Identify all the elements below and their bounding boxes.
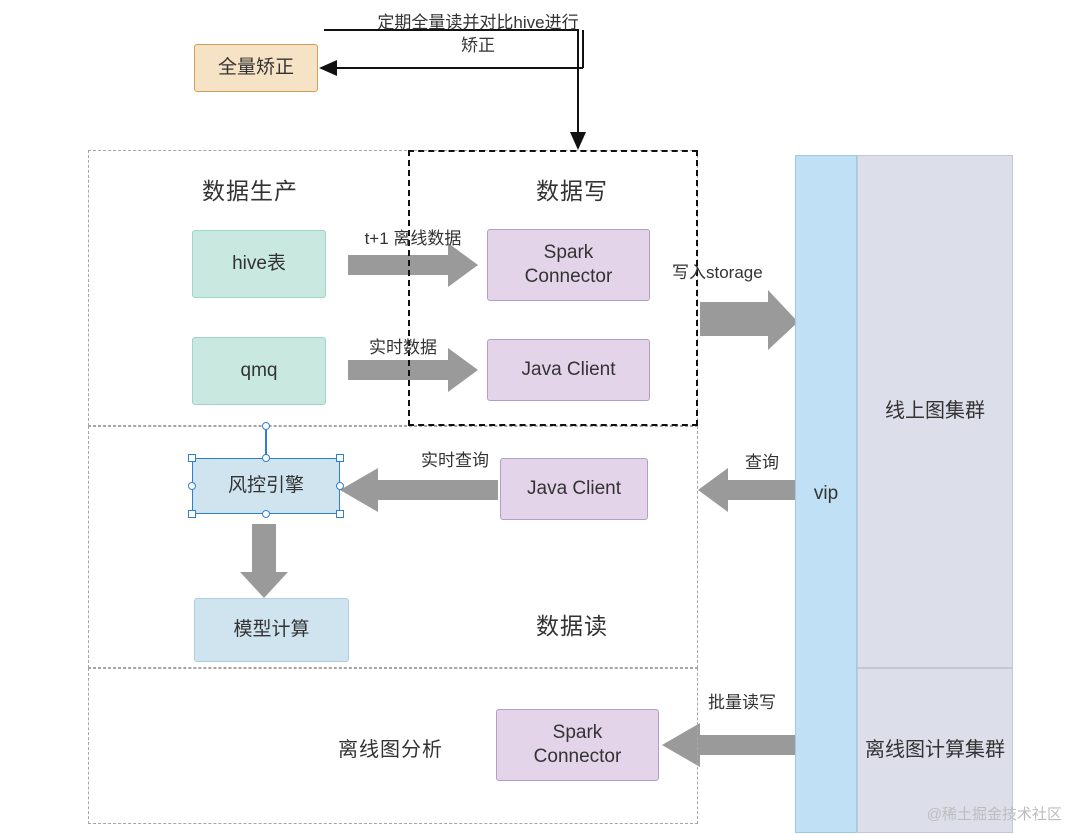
node-java-client-read[interactable]: Java Client [500,458,648,520]
resize-handle-e[interactable] [336,482,344,490]
arrow-hive-to-spark [348,243,478,287]
resize-handle-sw[interactable] [188,510,196,518]
node-offline-graph-cluster[interactable]: 离线图计算集群 [857,668,1013,833]
resize-handle-nw[interactable] [188,454,196,462]
section-title-data-write: 数据写 [536,178,608,204]
node-online-graph-cluster[interactable]: 线上图集群 [857,155,1013,668]
arrow-write-storage [700,290,798,350]
node-qmq[interactable]: qmq [192,337,326,405]
resize-handle-w[interactable] [188,482,196,490]
watermark: @稀土掘金技术社区 [926,806,1062,823]
node-vip[interactable]: vip [795,155,857,833]
section-box-data-read [88,426,698,668]
arrow-query-to-javaclient [698,468,798,512]
node-risk-engine[interactable]: 风控引擎 [192,458,340,514]
resize-handle-ne[interactable] [336,454,344,462]
rotate-handle[interactable] [262,422,270,430]
resize-handle-s[interactable] [262,510,270,518]
edge-label-query: 查询 [745,453,779,472]
edge-label-t1-offline: t+1 离线数据 [364,229,462,248]
node-hive-table[interactable]: hive表 [192,230,326,298]
edge-label-write-storage: 写入storage [672,263,763,282]
arrow-batch-read-write [662,723,798,767]
section-title-offline-graph-analysis: 离线图分析 [338,739,443,761]
node-risk-engine-selection[interactable]: 风控引擎 [188,422,344,518]
resize-handle-n[interactable] [262,454,270,462]
section-title-data-produce: 数据生产 [202,178,298,204]
rotate-handle-line [265,430,267,458]
node-spark-connector-bottom[interactable]: Spark Connector [496,709,659,781]
node-full-correct[interactable]: 全量矫正 [194,44,318,92]
section-box-data-write [408,150,698,426]
arrow-javaclient-to-riskengine [340,468,498,512]
arrow-riskengine-to-model [240,524,288,598]
node-spark-connector-top[interactable]: Spark Connector [487,229,650,301]
edge-label-correct: 定期全量读并对比hive进行 矫正 [377,13,579,55]
selection-outline [192,458,340,514]
arrow-qmq-to-javaclient [348,348,478,392]
edge-label-realtime-data: 实时数据 [369,338,437,357]
node-model-compute[interactable]: 模型计算 [194,598,349,662]
section-title-data-read: 数据读 [536,613,608,639]
edge-label-realtime-query: 实时查询 [421,451,489,470]
section-box-offline-analysis [88,668,698,824]
resize-handle-se[interactable] [336,510,344,518]
edge-label-batch-read-write: 批量读写 [708,693,776,712]
node-java-client-write[interactable]: Java Client [487,339,650,401]
